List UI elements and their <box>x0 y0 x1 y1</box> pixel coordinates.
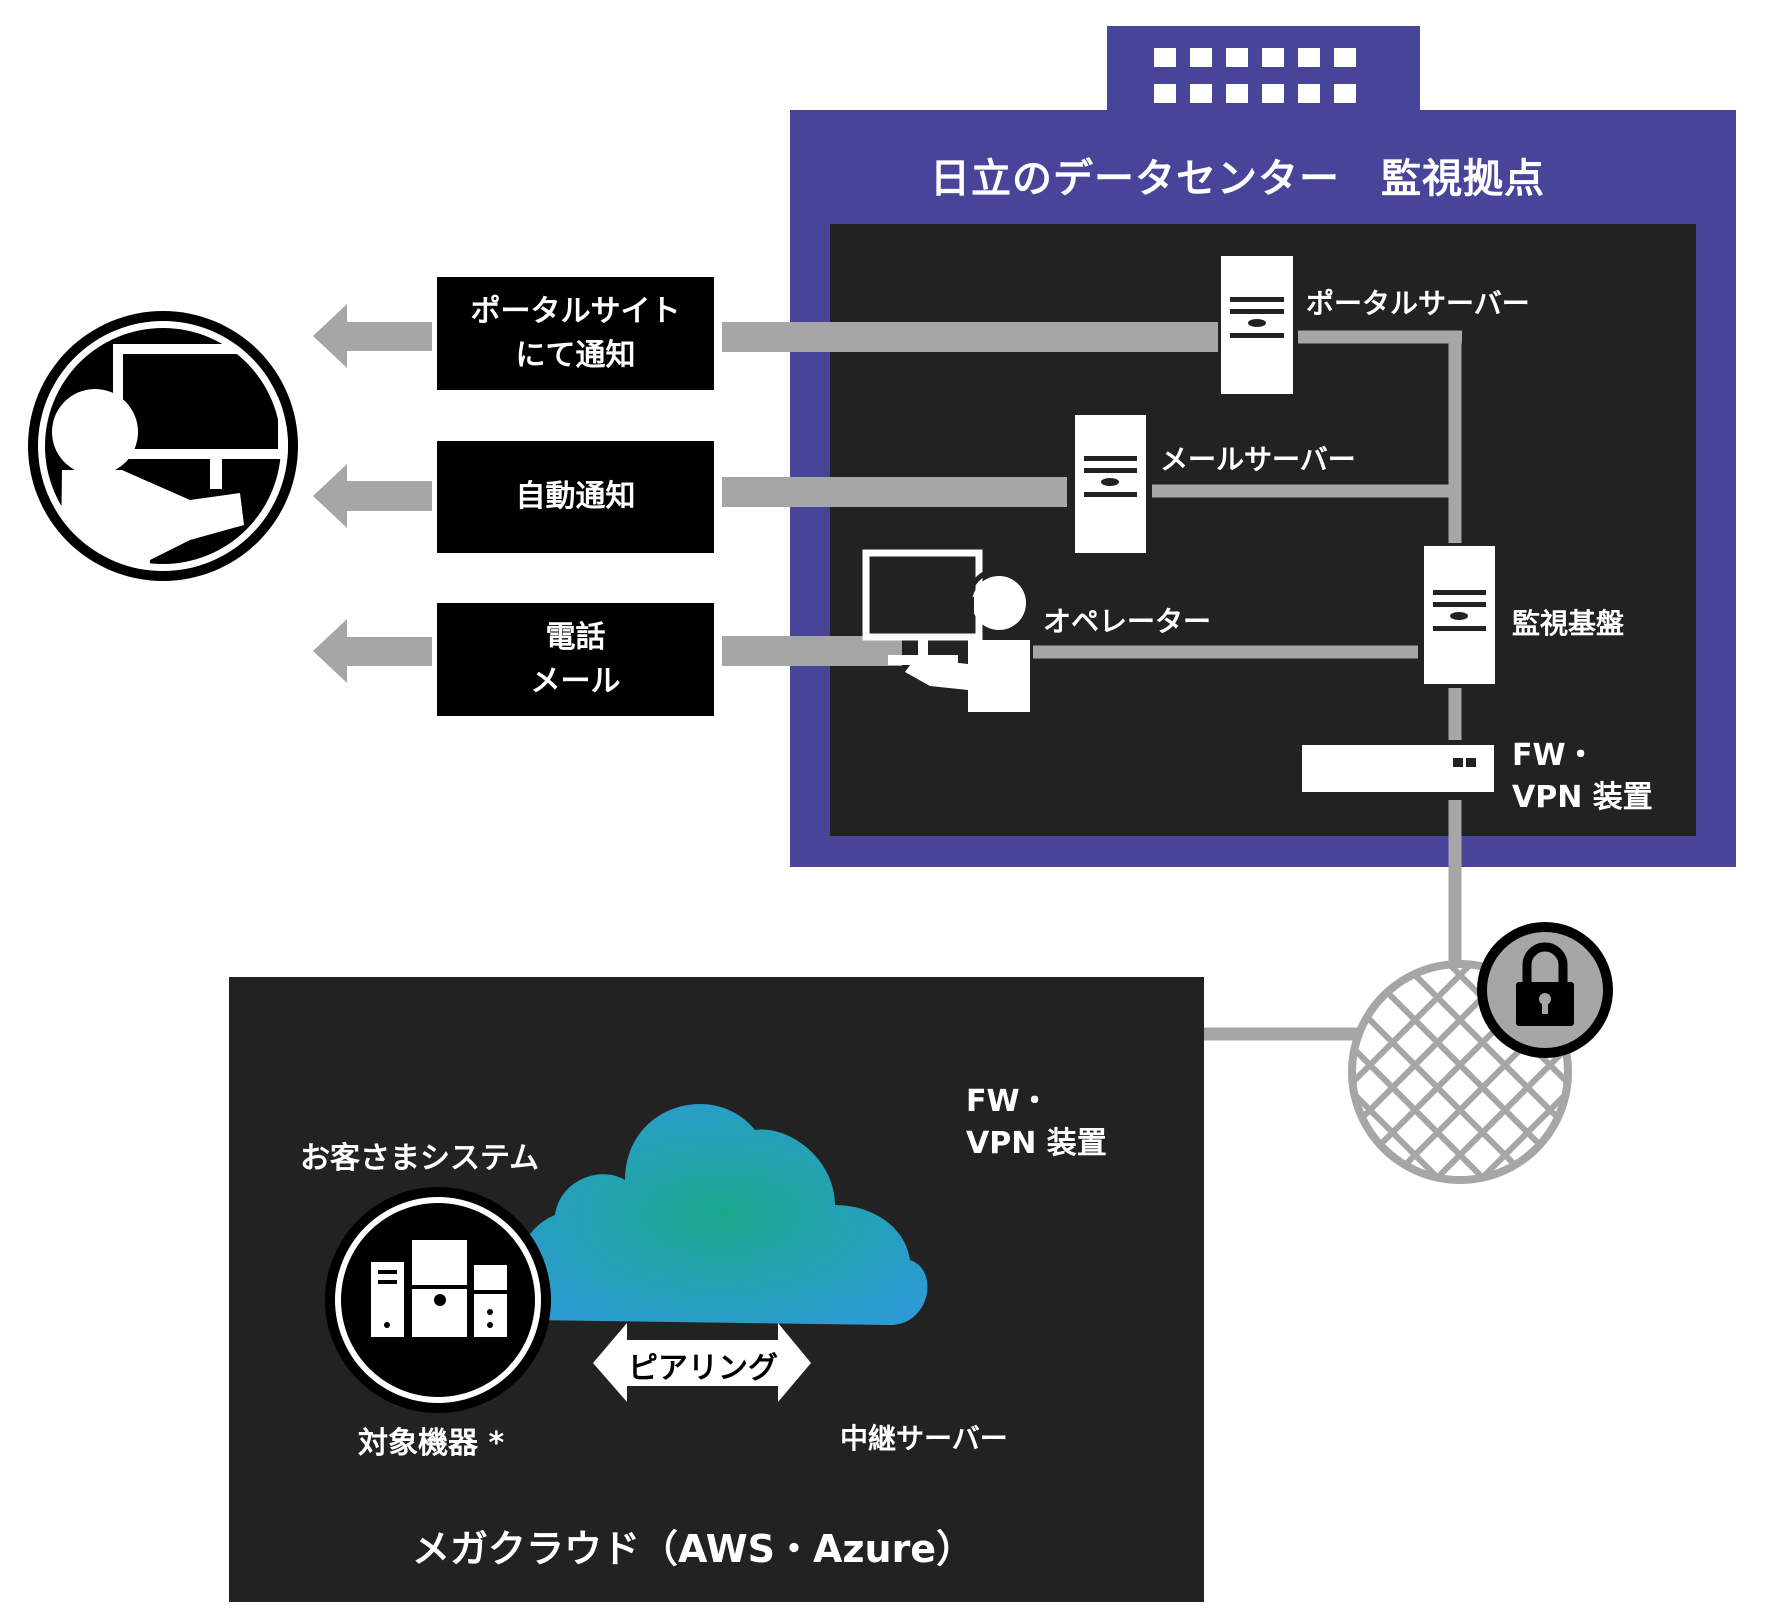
target-device-label: 対象機器 * <box>358 1426 505 1461</box>
notification-box-phone-mail-line1: 電話 <box>545 619 606 655</box>
cloud-fw-vpn-label-line2: VPN 装置 <box>966 1126 1107 1161</box>
monitoring-server-icon <box>1424 546 1495 684</box>
notification-box-auto: 自動通知 <box>437 441 714 553</box>
mail-server-icon <box>1075 415 1146 553</box>
fw-vpn-label-line2: VPN 装置 <box>1512 780 1653 815</box>
lock-icon <box>1477 922 1613 1058</box>
cloud-title: メガクラウド（AWS・Azure） <box>412 1527 975 1571</box>
customer-user-icon <box>28 311 298 581</box>
peering-label: ピアリング <box>628 1351 778 1386</box>
notification-box-auto-line1: 自動通知 <box>515 479 636 514</box>
fw-vpn-label-line1: FW・ <box>1512 738 1596 773</box>
mail-server-label: メールサーバー <box>1160 443 1356 476</box>
notification-arrows <box>313 304 432 683</box>
customer-system-label: お客さまシステム <box>300 1141 540 1176</box>
peering-arrow <box>593 1323 811 1402</box>
notification-box-portal: ポータルサイト にて通知 <box>437 277 714 390</box>
notification-connectors <box>722 322 1218 666</box>
operator-icon <box>862 549 1032 712</box>
notification-box-portal-line1: ポータルサイト <box>470 293 681 329</box>
notification-box-portal-line2: にて通知 <box>515 337 636 373</box>
notification-box-phone-mail: 電話 メール <box>437 603 714 716</box>
relay-server-label: 中継サーバー <box>840 1422 1008 1455</box>
monitoring-platform-label: 監視基盤 <box>1512 607 1625 640</box>
datacenter-title: 日立のデータセンター 監視拠点 <box>930 156 1545 202</box>
operator-label: オペレーター <box>1043 605 1212 638</box>
customer-system-icon <box>325 1187 551 1413</box>
notification-box-phone-mail-line2: メール <box>530 663 621 699</box>
portal-server-icon <box>1221 256 1293 394</box>
portal-server-label: ポータルサーバー <box>1306 287 1530 320</box>
cloud-fw-vpn-label-line1: FW・ <box>966 1084 1050 1119</box>
building-windows <box>1154 48 1356 103</box>
fw-vpn-device-icon <box>1302 745 1494 792</box>
cloud-icon <box>513 1103 928 1325</box>
